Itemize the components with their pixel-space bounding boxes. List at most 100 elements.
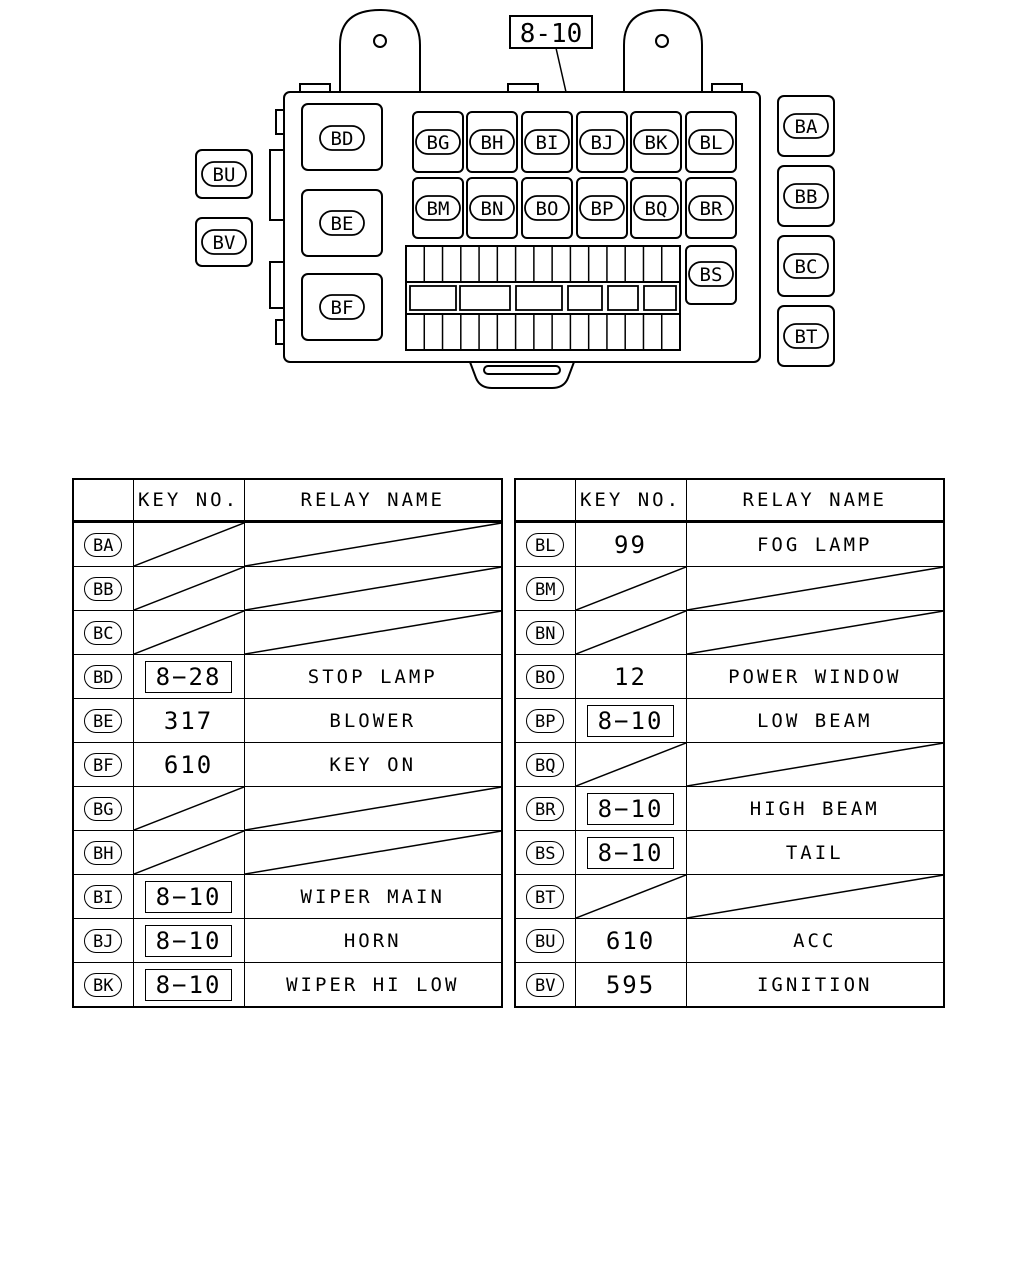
header-relay-name: RELAY NAME bbox=[685, 478, 945, 522]
empty-cell-slash bbox=[134, 523, 244, 566]
relay-id-BP: BP bbox=[526, 708, 565, 733]
key-no-cell bbox=[574, 874, 687, 919]
relay-id-cell: BA bbox=[72, 521, 134, 567]
relay-name-cell: STOP LAMP bbox=[243, 654, 503, 699]
key-no-cell bbox=[574, 566, 687, 611]
key-no-cell: 317 bbox=[132, 698, 245, 743]
relay-id-BK: BK bbox=[84, 972, 123, 997]
label-oval-BK bbox=[633, 129, 679, 155]
relay-name: WIPER MAIN bbox=[300, 885, 445, 908]
relay-id-cell: BJ bbox=[72, 918, 134, 963]
relay-name: KEY ON bbox=[329, 753, 417, 776]
label-BF: BF bbox=[331, 297, 354, 319]
mount-ear-left bbox=[339, 8, 421, 92]
relay-name: HIGH BEAM bbox=[749, 797, 880, 820]
relay-id-BT: BT bbox=[526, 884, 565, 909]
relay-id-cell: BM bbox=[514, 566, 576, 611]
relay-id-BE: BE bbox=[84, 708, 123, 733]
empty-cell-slash bbox=[134, 787, 244, 830]
mount-hole-right bbox=[655, 34, 669, 48]
relay-BO-body bbox=[521, 177, 573, 239]
label-BH: BH bbox=[481, 132, 504, 154]
relay-name-cell bbox=[685, 610, 945, 655]
relay-BH-body bbox=[466, 111, 518, 173]
relay-BE-body bbox=[301, 189, 383, 257]
relay-BQ-body bbox=[630, 177, 682, 239]
relay-name: BLOWER bbox=[329, 709, 417, 732]
empty-cell-slash bbox=[576, 743, 686, 786]
relay-id-cell: BF bbox=[72, 742, 134, 787]
relay-id-BJ: BJ bbox=[84, 928, 123, 953]
relay-BM-body bbox=[412, 177, 464, 239]
relay-id-BS: BS bbox=[526, 840, 565, 865]
relay-BG-body bbox=[412, 111, 464, 173]
key-no-cell: 8−10 bbox=[574, 698, 687, 743]
relay-id-cell: BI bbox=[72, 874, 134, 919]
key-no-cell bbox=[574, 742, 687, 787]
key-no-cell bbox=[132, 830, 245, 875]
label-oval-BP bbox=[579, 195, 625, 221]
relay-id-cell: BH bbox=[72, 830, 134, 875]
fuse-slot bbox=[459, 285, 511, 311]
label-oval-BA bbox=[783, 113, 829, 139]
relay-id-BB: BB bbox=[84, 576, 123, 601]
side-clip bbox=[269, 149, 285, 221]
table-row: BE 317 BLOWER bbox=[72, 698, 503, 743]
relay-id-BU: BU bbox=[526, 928, 565, 953]
relay-name-cell: KEY ON bbox=[243, 742, 503, 787]
label-oval-BF bbox=[319, 294, 365, 320]
relay-BU-body bbox=[195, 149, 253, 199]
label-oval-BT bbox=[783, 323, 829, 349]
key-no-cell: 8−10 bbox=[132, 962, 245, 1008]
relay-name: ACC bbox=[793, 929, 837, 952]
fuse-slot bbox=[409, 285, 457, 311]
label-BS: BS bbox=[700, 264, 723, 286]
label-oval-BH bbox=[469, 129, 515, 155]
relay-id-cell: BB bbox=[72, 566, 134, 611]
key-no-cell: 610 bbox=[574, 918, 687, 963]
relay-id-BQ: BQ bbox=[526, 752, 565, 777]
top-tab bbox=[299, 83, 331, 93]
label-BA: BA bbox=[795, 116, 818, 138]
key-number: 595 bbox=[605, 970, 656, 999]
label-BN: BN bbox=[481, 198, 504, 220]
relay-name-cell: HIGH BEAM bbox=[685, 786, 945, 831]
key-no-cell: 99 bbox=[574, 521, 687, 567]
fuse-block bbox=[405, 245, 681, 351]
relay-BJ-body bbox=[576, 111, 628, 173]
relay-name: POWER WINDOW bbox=[728, 665, 902, 688]
relay-name-cell: FOG LAMP bbox=[685, 521, 945, 567]
label-BM: BM bbox=[427, 198, 450, 220]
mount-ear-right bbox=[623, 8, 703, 92]
header-key-no: KEY NO. bbox=[574, 478, 687, 522]
relay-name-cell bbox=[243, 830, 503, 875]
label-oval-BM bbox=[415, 195, 461, 221]
reference-box bbox=[509, 15, 593, 49]
label-BK: BK bbox=[645, 132, 668, 154]
key-no-cell: 610 bbox=[132, 742, 245, 787]
relay-BS-body bbox=[685, 245, 737, 305]
label-oval-BB bbox=[783, 183, 829, 209]
key-reference-box: 8−10 bbox=[144, 880, 233, 913]
label-BQ: BQ bbox=[645, 198, 668, 220]
relay-id-cell: BN bbox=[514, 610, 576, 655]
relay-name-cell bbox=[243, 610, 503, 655]
label-oval-BC bbox=[783, 253, 829, 279]
relay-BI-body bbox=[521, 111, 573, 173]
label-oval-BQ bbox=[633, 195, 679, 221]
key-no-cell bbox=[132, 566, 245, 611]
key-no-cell bbox=[574, 610, 687, 655]
empty-cell-slash bbox=[245, 787, 502, 830]
label-oval-BN bbox=[469, 195, 515, 221]
key-number: 317 bbox=[163, 706, 214, 735]
relay-BB-body bbox=[777, 165, 835, 227]
header-blank bbox=[72, 478, 134, 522]
relay-name-cell bbox=[685, 566, 945, 611]
key-reference-box: 8−10 bbox=[144, 924, 233, 957]
relay-BD-body bbox=[301, 103, 383, 171]
